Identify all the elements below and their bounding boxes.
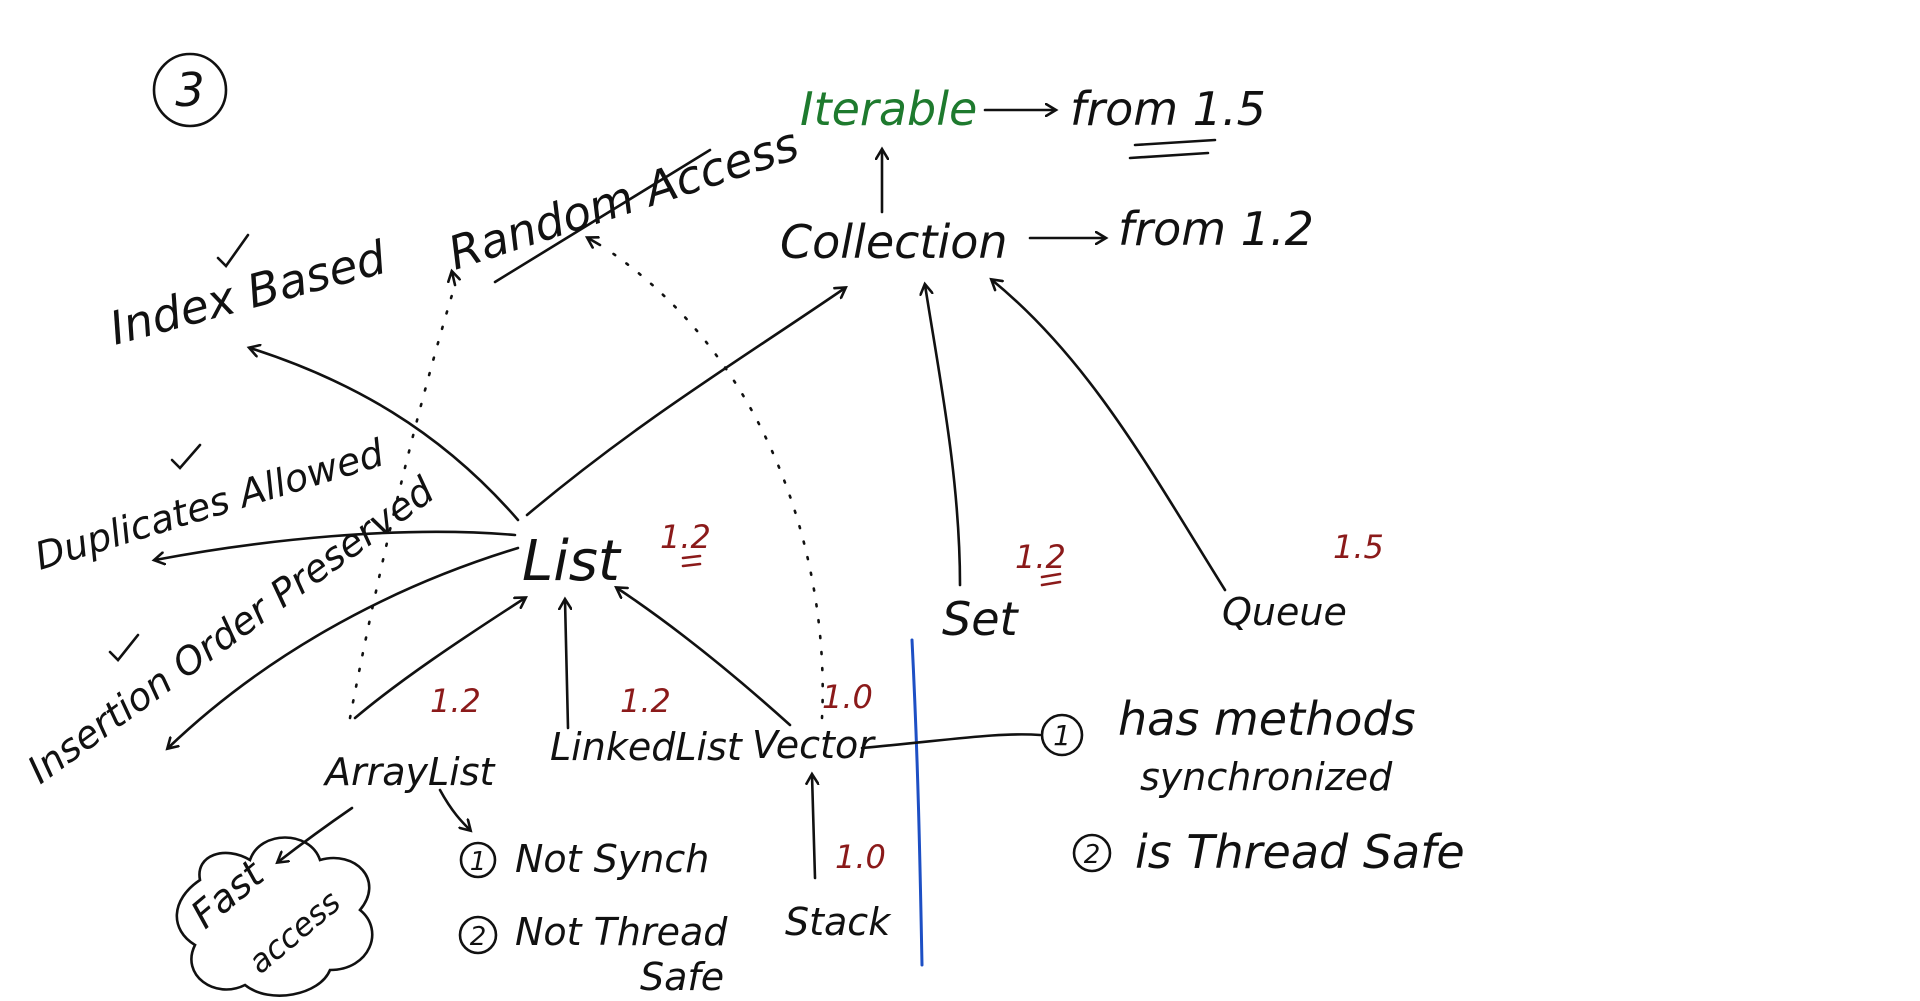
vector-note-1-number: 1 (1053, 719, 1071, 752)
node-vector: Vector (752, 723, 876, 767)
arrow-list-to-collection (525, 288, 845, 517)
dotted-arraylist-to-random-access (348, 283, 457, 720)
fast-access-cloud (175, 836, 374, 997)
node-iterable: Iterable (800, 82, 977, 136)
node-set: Set (942, 592, 1020, 646)
node-arraylist: ArrayList (322, 750, 497, 794)
node-random-access: Random Access (442, 117, 805, 281)
arrow-linkedlist-to-list (565, 600, 568, 730)
underline-1 (1133, 138, 1217, 147)
node-stack: Stack (785, 900, 892, 944)
dotted-arrow-head-arraylist (452, 272, 455, 287)
arrow-list-to-insertion-order (168, 546, 520, 748)
page-number-badge: 3 (152, 52, 228, 128)
random-access-underline (493, 148, 712, 284)
arrow-arraylist-to-fast-access (278, 806, 354, 862)
page-number: 3 (175, 63, 204, 117)
arraylist-note-2-number: 2 (470, 922, 487, 952)
arrow-arraylist-to-list (353, 598, 525, 720)
arraylist-note-2-line1: Not Thread (515, 910, 728, 954)
arraylist-note-1-number: 1 (470, 847, 487, 877)
arraylist-note-2-line2: Safe (640, 955, 724, 999)
check-duplicates-allowed (170, 443, 202, 470)
queue-version: 1.5 (1333, 528, 1384, 566)
list-version: 1.2 (660, 518, 711, 556)
set-version-mark (1040, 572, 1062, 587)
set-version: 1.2 (1015, 538, 1066, 576)
vector-note-2: is Thread Safe (1135, 825, 1465, 879)
page-number-circle (152, 52, 228, 128)
vector-note-1-line1: has methods (1118, 692, 1416, 746)
check-index-based (216, 233, 250, 269)
underline-2 (1128, 151, 1210, 160)
arrow-vector-to-list (617, 588, 792, 727)
node-list: List (522, 529, 622, 594)
cloud-text-fast: Fast (183, 851, 274, 937)
dotted-vector-to-random-access (603, 246, 824, 720)
node-collection: Collection (780, 215, 1008, 269)
arrow-list-to-index-based (250, 348, 520, 522)
arraylist-note-1: Not Synch (515, 837, 709, 881)
list-version-mark (681, 554, 702, 568)
vector-note-2-circle (1072, 833, 1112, 873)
dotted-arrow-head-vector (588, 238, 602, 245)
check-insertion-order (108, 633, 140, 662)
vector-note-1-line2: synchronized (1140, 755, 1393, 799)
arrow-set-to-collection (925, 285, 962, 587)
arraylist-note-1-circle (459, 841, 497, 879)
linkedlist-version: 1.2 (620, 682, 671, 720)
vector-note-2-number: 2 (1084, 840, 1101, 870)
stack-version: 1.0 (835, 838, 886, 876)
iterable-note: from 1.5 (1070, 82, 1266, 136)
arrow-stack-to-vector (812, 775, 815, 880)
arrow-arraylist-to-notes (438, 788, 470, 830)
arraylist-version: 1.2 (430, 682, 481, 720)
line-vector-to-notes (860, 733, 1042, 750)
node-queue: Queue (1222, 590, 1347, 634)
vector-version: 1.0 (822, 678, 873, 716)
vector-note-1-circle (1040, 713, 1084, 757)
separator-line (910, 638, 924, 967)
arrow-list-to-duplicates (155, 530, 517, 560)
prop-index-based: Index Based (104, 230, 392, 356)
node-linkedlist: LinkedList (550, 725, 744, 769)
arraylist-note-2-circle (458, 915, 498, 955)
collection-note: from 1.2 (1118, 202, 1314, 256)
arrow-queue-to-collection (992, 280, 1227, 592)
